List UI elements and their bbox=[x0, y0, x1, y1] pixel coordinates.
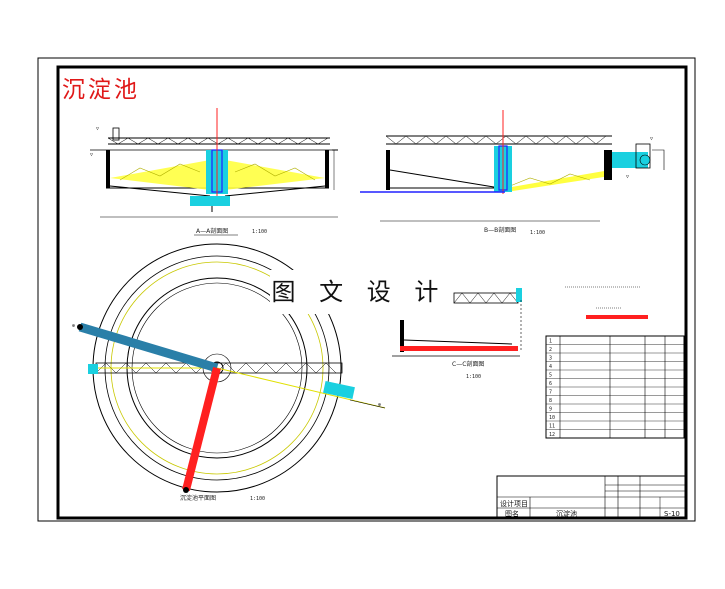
section-aa-scale: 1:100 bbox=[252, 229, 267, 235]
drawing-name: 沉淀池 bbox=[556, 509, 577, 518]
table-row-number: 5 bbox=[549, 373, 552, 379]
table-row-number: 10 bbox=[549, 415, 555, 421]
project-label: 设计项目 bbox=[500, 499, 528, 508]
table-row-number: 8 bbox=[549, 398, 552, 404]
svg-text:⊕: ⊕ bbox=[72, 323, 75, 329]
watermark: 图 文 设 计 bbox=[270, 270, 448, 314]
title-block: 设计项目 图名 沉淀池 S-10 bbox=[496, 475, 687, 519]
section-bb-scale: 1:100 bbox=[530, 230, 545, 236]
sheet-number: S-10 bbox=[664, 510, 680, 518]
svg-text:▽: ▽ bbox=[626, 174, 629, 180]
section-bb: ▽ ▽ B—B剖面图 1:100 bbox=[360, 110, 665, 236]
svg-text:⊕: ⊕ bbox=[378, 402, 381, 408]
svg-text:▽: ▽ bbox=[650, 136, 653, 142]
svg-text:▽: ▽ bbox=[90, 152, 93, 158]
drawing-name-label: 图名 bbox=[505, 509, 519, 518]
table-row-number: 7 bbox=[549, 390, 552, 396]
table-row-number: 3 bbox=[549, 356, 552, 362]
section-cc-scale: 1:100 bbox=[466, 374, 481, 380]
table-row-number: 4 bbox=[549, 364, 552, 370]
outer-frame bbox=[37, 57, 696, 522]
table-row-number: 11 bbox=[549, 424, 555, 430]
plan-label: 沉淀池平面图 bbox=[180, 494, 216, 502]
section-bb-label: B—B剖面图 bbox=[484, 226, 516, 234]
table-row-number: 6 bbox=[549, 381, 552, 387]
table-row-number: 2 bbox=[549, 347, 552, 353]
section-aa: ▽ ▽ A—A剖面图 1:100 bbox=[90, 108, 338, 236]
table-row-number: 12 bbox=[549, 432, 555, 438]
table-row-number: 1 bbox=[549, 339, 552, 345]
inner-frame bbox=[56, 65, 688, 520]
plan-scale: 1:100 bbox=[250, 496, 265, 502]
section-aa-label: A—A剖面图 bbox=[196, 227, 228, 235]
plan-view: ⊕ ⊕ 沉淀池平面图 1:100 bbox=[72, 243, 386, 502]
notes bbox=[565, 286, 648, 319]
section-cc: C—C剖面图 1:100 bbox=[392, 288, 522, 380]
drawing-title: 沉淀池 bbox=[62, 77, 140, 103]
svg-text:▽: ▽ bbox=[96, 126, 99, 132]
section-cc-label: C—C剖面图 bbox=[452, 360, 484, 368]
table-row-number: 9 bbox=[549, 407, 552, 413]
